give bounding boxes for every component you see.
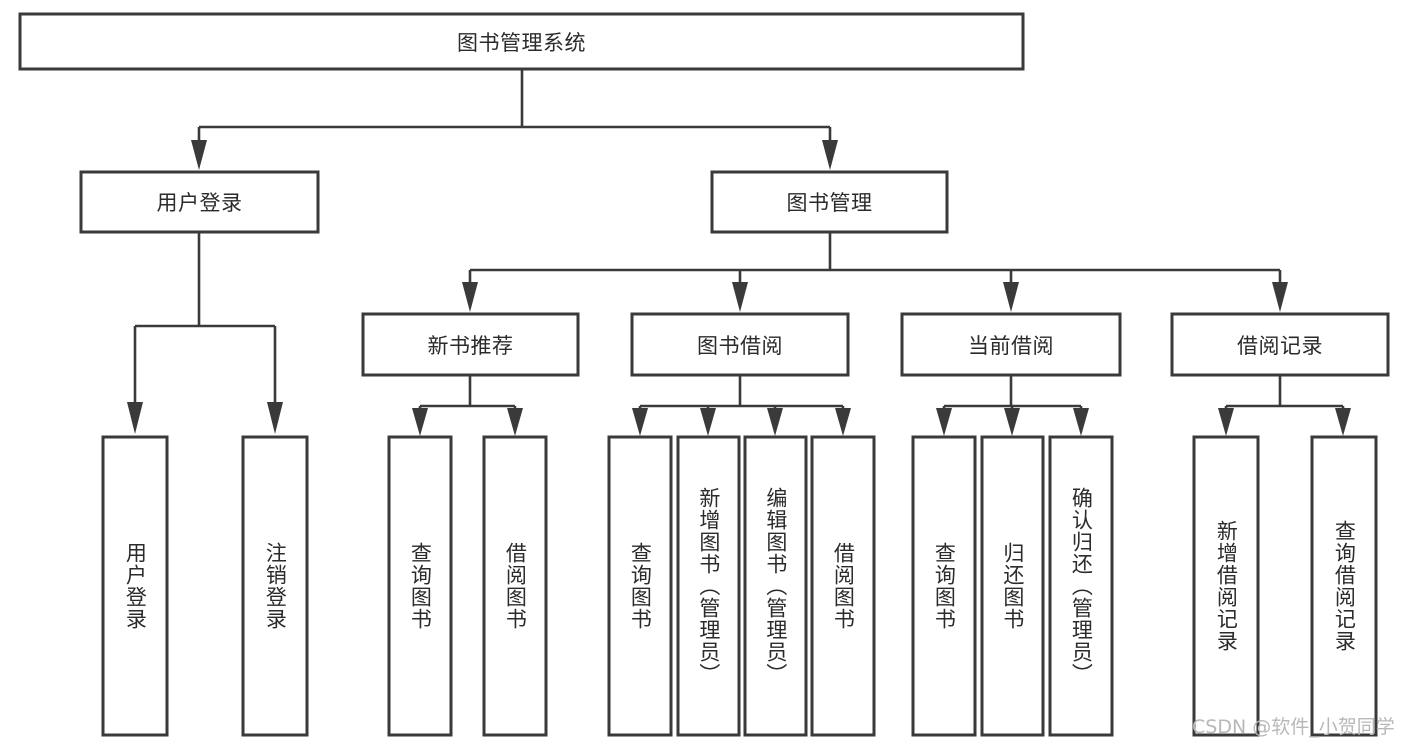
arrow-head-leaf-logout [267,402,283,434]
node-box-leaf-add-book[interactable] [676,435,741,737]
node-box-leaf-query-book-1[interactable] [387,435,453,737]
arrow-head-new-book-rec [462,282,478,312]
arrow-head-user-login [191,140,207,170]
arrow-head-leaf-borrow-book-2 [835,408,851,436]
arrow-head-leaf-return-book [1004,408,1020,436]
node-box-leaf-query-record[interactable] [1310,435,1378,737]
node-box-book-manage[interactable] [710,170,949,234]
arrow-head-borrow-record [1272,282,1288,312]
arrow-head-leaf-confirm-return [1073,408,1089,436]
arrow-head-leaf-query-record [1335,408,1351,436]
node-box-leaf-return-book[interactable] [980,435,1045,737]
node-box-leaf-user-login[interactable] [101,435,169,737]
node-box-borrow-record[interactable] [1170,312,1390,377]
node-box-new-book-rec[interactable] [361,312,580,377]
node-box-current-borrow[interactable] [900,312,1122,377]
arrow-head-book-borrow [732,282,748,312]
arrow-head-leaf-borrow-book-1 [507,408,523,436]
node-box-leaf-query-book-2[interactable] [607,435,673,737]
node-box-leaf-borrow-book-1[interactable] [482,435,548,737]
arrow-head-leaf-query-book-3 [936,408,952,436]
arrow-head-current-borrow [1003,282,1019,312]
arrow-head-leaf-add-record [1218,408,1234,436]
arrow-head-leaf-user-login [127,402,143,434]
arrow-head-leaf-edit-book [767,408,783,436]
node-box-root[interactable] [18,12,1025,71]
node-box-user-login[interactable] [79,170,320,234]
node-box-leaf-add-record[interactable] [1192,435,1260,737]
node-box-leaf-query-book-3[interactable] [911,435,977,737]
arrow-head-leaf-query-book-1 [412,408,428,436]
node-box-book-borrow[interactable] [630,312,850,377]
node-box-leaf-confirm-return[interactable] [1048,435,1114,737]
arrow-head-leaf-query-book-2 [632,408,648,436]
node-box-leaf-borrow-book-2[interactable] [810,435,876,737]
node-box-leaf-logout[interactable] [241,435,309,737]
node-box-leaf-edit-book[interactable] [743,435,808,737]
arrow-head-book-manage [822,140,838,170]
arrow-head-leaf-add-book [700,408,716,436]
